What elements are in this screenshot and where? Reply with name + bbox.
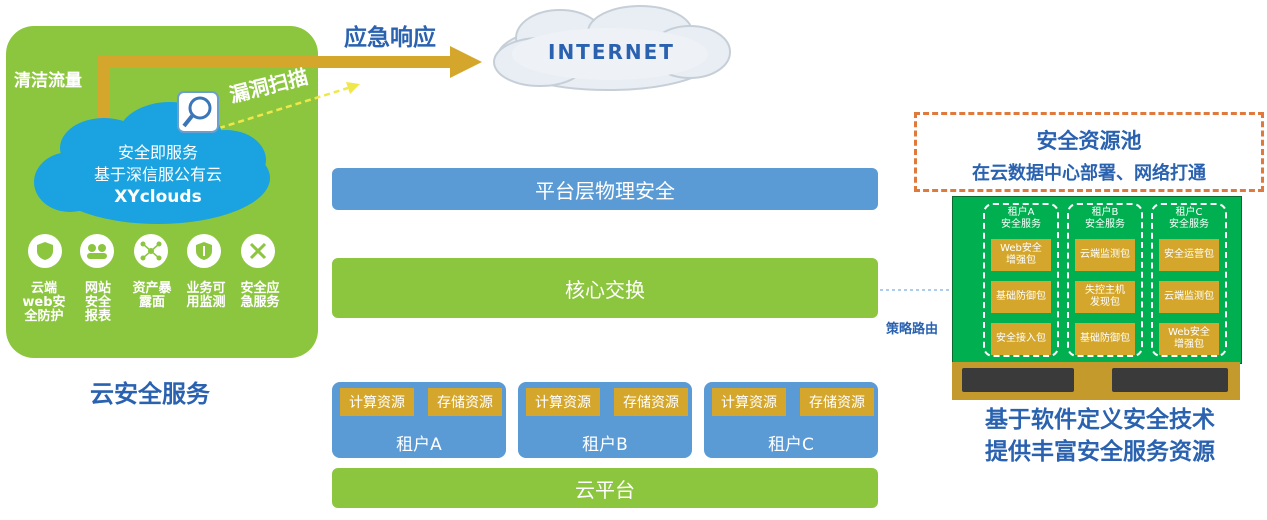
core-switch-bar: 核心交换 — [332, 258, 878, 318]
server-rack — [952, 362, 1240, 400]
tenant-a-security-column: 租户A 安全服务 Web安全 增强包 基础防御包 安全接入包 — [983, 203, 1059, 357]
package: 云端监测包 — [1075, 239, 1135, 271]
platform-physical-security-bar: 平台层物理安全 — [332, 168, 878, 210]
tenant-b: 计算资源 存储资源 租户B — [518, 382, 692, 458]
scan-arrow — [199, 86, 349, 136]
policy-route-label: 策略路由 — [886, 322, 939, 337]
pool-subtitle: 在云数据中心部署、网络打通 — [972, 163, 1206, 184]
server-unit — [962, 368, 1074, 392]
tenant-label: 租户A — [396, 435, 442, 455]
tenant-c: 计算资源 存储资源 租户C — [704, 382, 878, 458]
security-resource-pool: 安全资源池 在云数据中心部署、网络打通 — [914, 112, 1264, 192]
package: Web安全 增强包 — [991, 239, 1051, 271]
package: 基础防御包 — [991, 281, 1051, 313]
tenant-b-security-column: 租户B 安全服务 云端监测包 失控主机 发现包 基础防御包 — [1067, 203, 1143, 357]
storage-resource: 存储资源 — [800, 388, 874, 416]
compute-resource: 计算资源 — [340, 388, 414, 416]
security-cloud — [34, 102, 270, 224]
tenant-c-security-column: 租户C 安全服务 安全运营包 云端监测包 Web安全 增强包 — [1151, 203, 1227, 357]
storage-resource: 存储资源 — [428, 388, 502, 416]
tenant-a: 计算资源 存储资源 租户A — [332, 382, 506, 458]
server-unit — [1112, 368, 1228, 392]
internet-cloud — [493, 5, 731, 91]
caption-line-2: 提供丰富安全服务资源 — [985, 439, 1215, 465]
compute-resource: 计算资源 — [712, 388, 786, 416]
caption-line-1: 基于软件定义安全技术 — [985, 407, 1215, 433]
pool-title: 安全资源池 — [1036, 129, 1142, 153]
package: 基础防御包 — [1075, 323, 1135, 355]
service-label-availability: 业务可 用监测 — [186, 281, 226, 310]
package: 失控主机 发现包 — [1075, 281, 1135, 313]
service-label-web: 云端 web安 全防护 — [22, 281, 66, 324]
tools-icon — [241, 234, 275, 268]
shield-icon — [28, 234, 62, 268]
service-label-report: 网站 安全 报表 — [84, 281, 111, 324]
emergency-arrow-head — [450, 46, 482, 78]
package: Web安全 增强包 — [1159, 323, 1219, 355]
security-server-panel: 租户A 安全服务 Web安全 增强包 基础防御包 安全接入包 租户B 安全服务 … — [952, 196, 1242, 364]
cloud-line-2: 基于深信服公有云 — [93, 165, 222, 184]
package: 安全运营包 — [1159, 239, 1219, 271]
package: 云端监测包 — [1159, 281, 1219, 313]
storage-resource: 存储资源 — [614, 388, 688, 416]
scan-arrow-head — [346, 82, 360, 94]
scan-magnifier-icon — [177, 91, 219, 133]
column-head: 租户B 安全服务 — [1085, 207, 1125, 230]
emergency-arrow — [98, 56, 452, 142]
people-icon — [80, 234, 114, 268]
cloud-line-1: 安全即服务 — [117, 143, 198, 162]
compute-resource: 计算资源 — [526, 388, 600, 416]
cloud-line-3: XYclouds — [114, 187, 202, 207]
internet-label: INTERNET — [548, 40, 675, 64]
emergency-response-label: 应急响应 — [344, 25, 436, 51]
column-head: 租户C 安全服务 — [1169, 207, 1209, 230]
cloud-security-caption: 云安全服务 — [90, 380, 210, 408]
package: 安全接入包 — [991, 323, 1051, 355]
tenant-label: 租户B — [582, 435, 628, 455]
software-defined-security-caption: 基于软件定义安全技术 提供丰富安全服务资源 — [950, 404, 1250, 468]
service-label-emergency: 安全应 急服务 — [240, 281, 280, 310]
monitor-shield-icon — [187, 234, 221, 268]
tenant-label: 租户C — [768, 435, 814, 455]
network-icon — [134, 234, 168, 268]
service-label-exposure: 资产暴 露面 — [132, 281, 172, 310]
cloud-platform-bar: 云平台 — [332, 468, 878, 508]
clean-traffic-label: 清洁流量 — [14, 71, 82, 91]
column-head: 租户A 安全服务 — [1001, 207, 1041, 230]
security-cloud-text: 安全即服务 基于深信服公有云 XYclouds — [60, 142, 256, 208]
